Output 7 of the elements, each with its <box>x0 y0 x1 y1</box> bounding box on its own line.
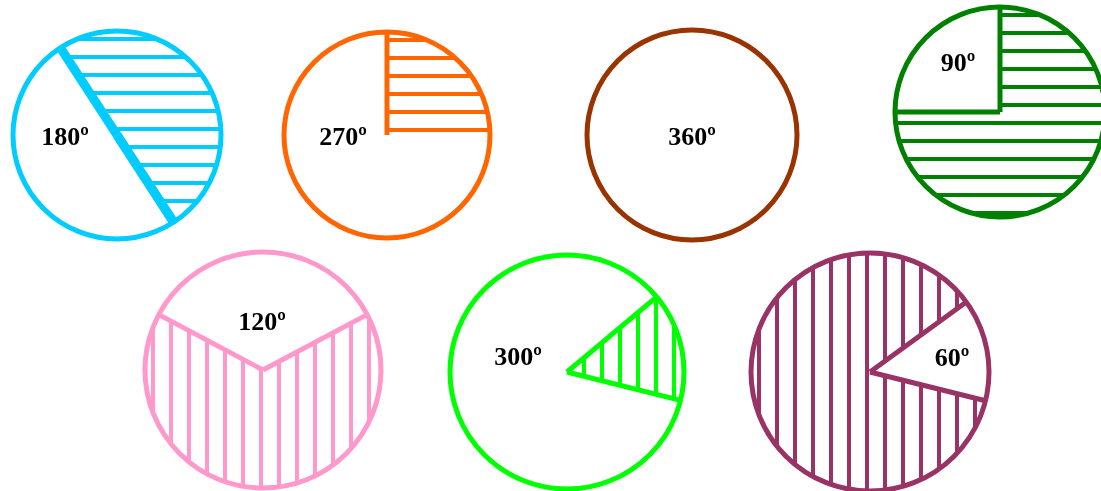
angle-label: 90º <box>940 50 976 76</box>
angle-label: 300º <box>494 344 542 370</box>
angle-label: 60º <box>934 345 970 371</box>
angle-label: 270º <box>319 124 367 150</box>
angle-label: 360º <box>668 124 716 150</box>
angle-label: 180º <box>41 124 89 150</box>
angle-label: 120º <box>238 309 286 335</box>
